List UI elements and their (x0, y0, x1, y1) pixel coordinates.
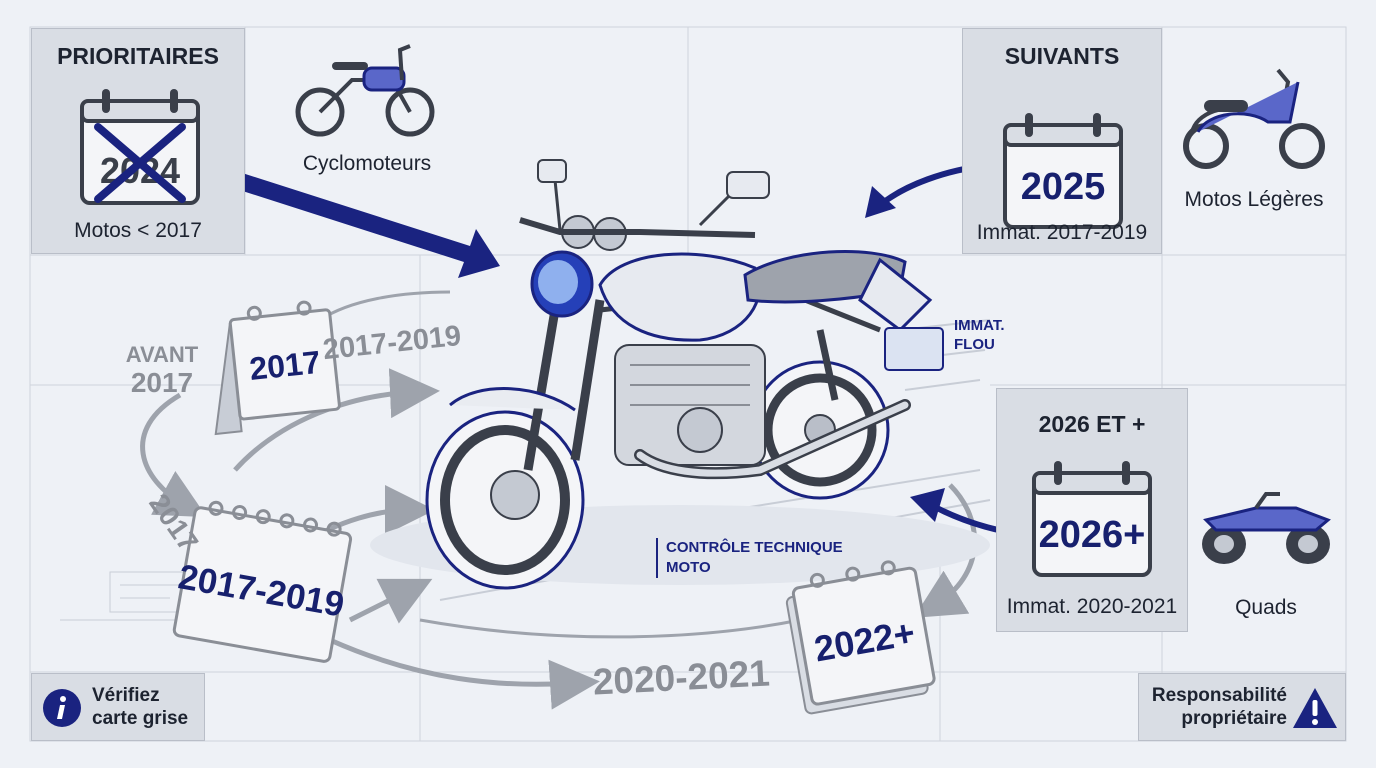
later-panel: 2026 ET + 2026+ Immat. 2020-2021 (996, 388, 1188, 632)
priority-heading: PRIORITAIRES (57, 43, 219, 69)
check-note-text: Vérifiez carte grise (92, 684, 188, 730)
calendar-2022: 2022+ (785, 560, 936, 715)
plate-note: IMMAT. FLOU (954, 316, 1005, 354)
quad-label: Quads (1235, 596, 1297, 619)
ct-note-line1: CONTRÔLE TECHNIQUE (666, 539, 843, 556)
arc-2017-2019-label: 2017-2019 (321, 320, 462, 366)
calendar-2017: 2017 (214, 300, 341, 436)
moped-icon (295, 44, 435, 137)
owner-note: Responsabilité propriétaire (1138, 673, 1346, 741)
later-caption: Immat. 2020-2021 (1006, 595, 1178, 618)
calendar-icon: 2025 (1003, 113, 1123, 229)
calendar-2017-year: 2017 (248, 344, 323, 387)
arc-2020-2021-label: 2020-2021 (592, 652, 771, 702)
next-heading: SUIVANTS (1004, 43, 1120, 69)
crossed-calendar-icon: 2024 (80, 89, 200, 205)
moped-label: Cyclomoteurs (302, 152, 432, 175)
later-heading: 2026 ET + (1038, 411, 1146, 437)
quad-icon (1202, 492, 1331, 564)
ct-note: CONTRÔLE TECHNIQUE MOTO (656, 538, 843, 578)
check-note-line1: Vérifiez (92, 685, 160, 706)
info-icon (43, 689, 81, 727)
ct-note-line2: MOTO (666, 559, 711, 576)
priority-arrow (202, 162, 500, 278)
owner-note-line1: Responsabilité (1151, 685, 1287, 706)
priority-caption: Motos < 2017 (74, 219, 202, 242)
owner-note-line2: propriétaire (1181, 708, 1287, 729)
calendar-icon: 2026+ (1032, 461, 1152, 577)
owner-note-text: Responsabilité propriétaire (1143, 684, 1287, 730)
calendar-2017-2019: 2017-2019 (172, 500, 353, 663)
plate-note-line2: FLOU (954, 336, 995, 353)
next-panel: SUIVANTS 2025 Immat. 2017-2019 (962, 28, 1162, 254)
later-calendar-year: 2026+ (1039, 514, 1146, 556)
avant-year-label: 2017 (131, 367, 193, 398)
next-calendar-year: 2025 (1021, 166, 1106, 208)
priority-panel: PRIORITAIRES 2024 Motos < 2017 (31, 28, 245, 254)
warning-icon (1293, 688, 1337, 728)
check-note-line2: carte grise (92, 708, 189, 729)
next-caption: Immat. 2017-2019 (976, 221, 1148, 244)
motorcycle-illustration (370, 159, 990, 590)
plate-note-line1: IMMAT. (954, 317, 1005, 334)
avant-label: AVANT (126, 342, 199, 367)
scooter-icon (1183, 68, 1325, 169)
scooter-label: Motos Légères (1184, 188, 1324, 211)
check-note: Vérifiez carte grise (31, 673, 205, 741)
